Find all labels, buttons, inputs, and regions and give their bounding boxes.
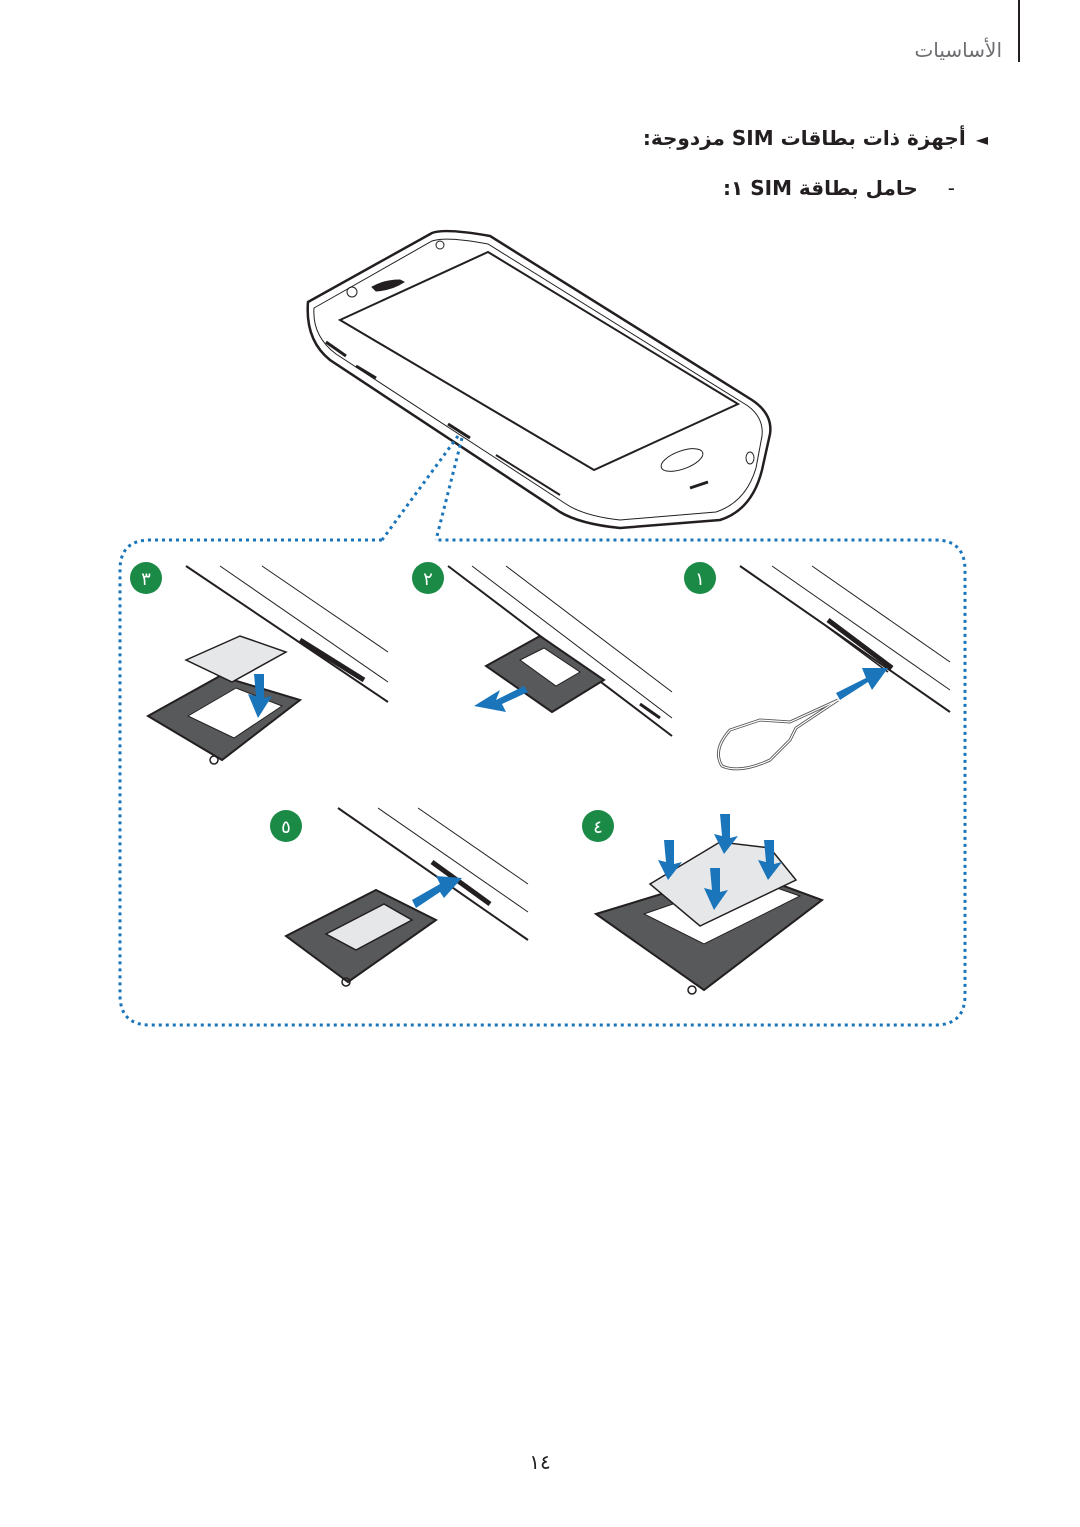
step-number: ٥ bbox=[281, 817, 291, 838]
step-2-panel bbox=[447, 565, 673, 737]
insert-arrow-icon bbox=[412, 876, 462, 908]
step-number: ٣ bbox=[141, 569, 151, 590]
header-rule bbox=[1018, 0, 1020, 62]
subheading: - حامل بطاقة SIM ١: bbox=[723, 176, 955, 200]
step-badge-5: ٥ bbox=[270, 810, 302, 842]
page-number: ١٤ bbox=[529, 1450, 551, 1474]
press-arrow-icon bbox=[658, 840, 682, 880]
heading-text: أجهزة ذات بطاقات SIM مزدوجة: bbox=[642, 126, 966, 150]
press-arrow-icon bbox=[758, 840, 782, 880]
step-badge-4: ٤ bbox=[582, 810, 614, 842]
press-arrow-icon bbox=[714, 814, 738, 854]
step-4-panel bbox=[593, 814, 825, 995]
sim-tray-illustration: ١ ٢ ٣ ٤ ٥ bbox=[118, 229, 967, 1027]
step-number: ٤ bbox=[593, 817, 603, 838]
step-badge-2: ٢ bbox=[412, 562, 444, 594]
step-1-panel bbox=[716, 565, 951, 771]
insert-arrow-icon bbox=[836, 668, 888, 700]
heading: ◄ أجهزة ذات بطاقات SIM مزدوجة: bbox=[643, 126, 988, 150]
dotted-callout bbox=[118, 435, 967, 1027]
subheading-text: حامل بطاقة SIM ١: bbox=[723, 176, 918, 200]
press-arrow-icon bbox=[704, 868, 728, 910]
place-arrow-icon bbox=[248, 674, 272, 718]
dash-marker: - bbox=[947, 176, 955, 200]
step-badge-1: ١ bbox=[684, 562, 716, 594]
triangle-marker-icon: ◄ bbox=[975, 130, 988, 149]
step-badge-3: ٣ bbox=[130, 562, 162, 594]
section-title: الأساسيات bbox=[914, 38, 1002, 62]
pull-arrow-icon bbox=[474, 686, 528, 712]
step-number: ٢ bbox=[423, 569, 433, 590]
step-5-panel bbox=[284, 807, 529, 987]
step-number: ١ bbox=[695, 569, 705, 590]
phone-illustration bbox=[306, 229, 772, 530]
step-3-panel bbox=[145, 565, 389, 765]
